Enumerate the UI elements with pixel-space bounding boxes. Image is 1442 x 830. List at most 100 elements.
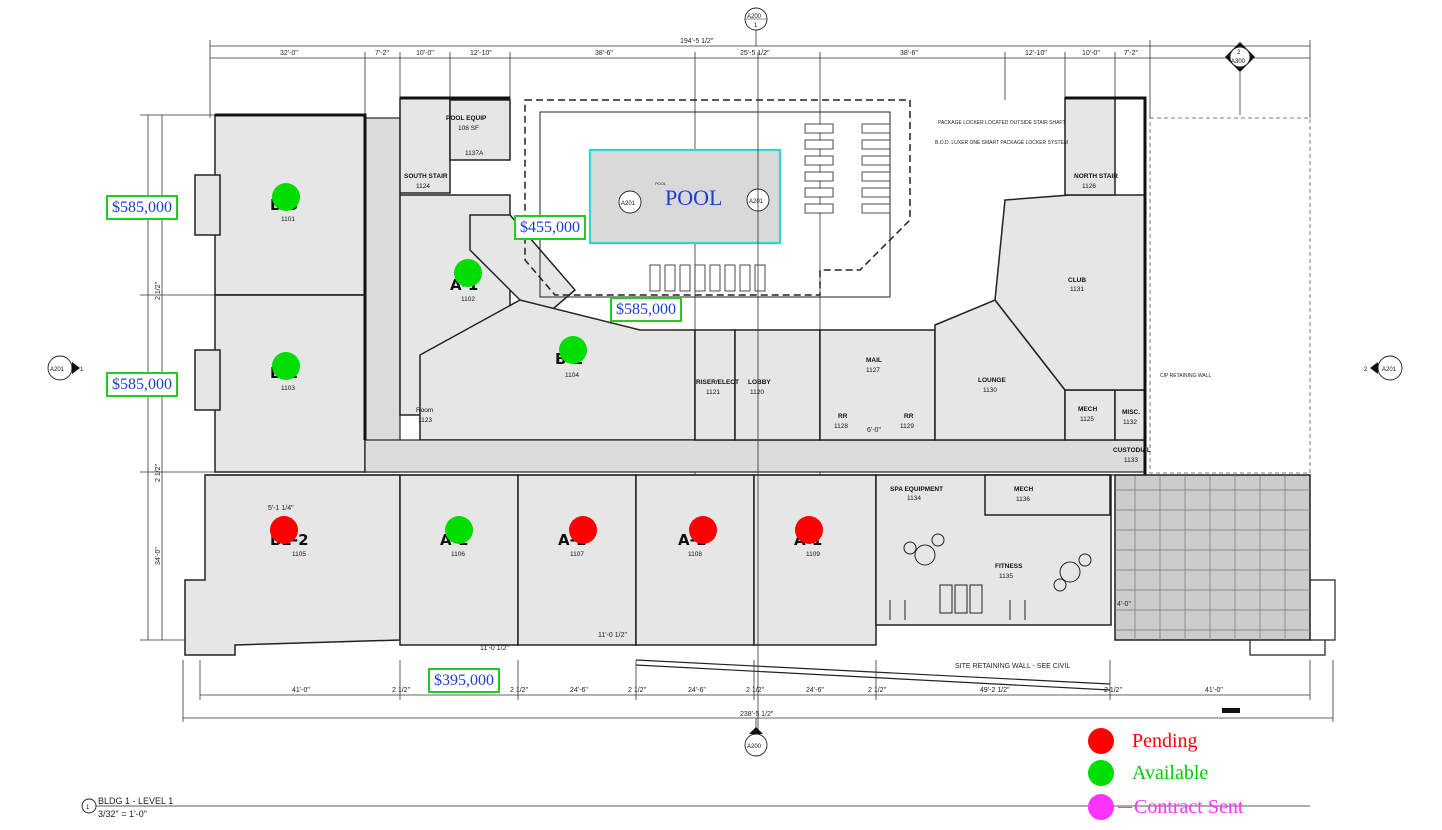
svg-text:1120: 1120 [750, 389, 764, 396]
bottom-dimensions: 41'-0" 2 1/2" 2 1/2" 24'-6" 2 1/2" 24'-6… [182, 660, 1334, 722]
svg-text:A201: A201 [749, 199, 764, 205]
svg-text:CLUB: CLUB [1068, 277, 1086, 284]
svg-text:1133: 1133 [1124, 457, 1138, 464]
svg-text:A200: A200 [747, 744, 762, 750]
svg-text:5'-1 1/4": 5'-1 1/4" [268, 505, 294, 512]
svg-text:RR: RR [904, 413, 914, 420]
svg-text:Room: Room [416, 407, 433, 414]
pool-label: POOL [665, 185, 722, 210]
svg-text:CIP RETAINING WALL: CIP RETAINING WALL [1160, 373, 1212, 379]
svg-text:1101: 1101 [281, 216, 295, 223]
svg-text:1124: 1124 [416, 183, 430, 190]
dim-top-10: 7'-2" [1124, 50, 1138, 57]
svg-text:1135: 1135 [999, 573, 1013, 580]
price-tag-a1-bottom: $395,000 [428, 668, 500, 693]
price-tag-b2: $585,000 [106, 372, 178, 397]
status-marker-1101 [272, 183, 300, 211]
svg-text:FITNESS: FITNESS [995, 563, 1023, 570]
svg-text:6'-0": 6'-0" [867, 427, 881, 434]
price-tag-a1-top: $455,000 [514, 215, 586, 240]
status-markers [270, 183, 823, 544]
svg-text:108 SF: 108 SF [458, 125, 479, 132]
svg-text:1132: 1132 [1123, 419, 1137, 426]
section-tag-right: A201 2 [1364, 355, 1403, 381]
svg-text:238'-5 1/2": 238'-5 1/2" [740, 711, 774, 718]
legend-contract-sent: Contract Sent [1088, 794, 1243, 820]
dim-top-8: 12'-10" [1025, 50, 1047, 57]
svg-text:A201: A201 [621, 201, 636, 207]
legend-pending: Pending [1088, 728, 1198, 754]
fitness-equipment [889, 533, 1092, 620]
dim-top-1: 32'-0" [280, 50, 298, 57]
svg-text:2 1/2": 2 1/2" [392, 687, 411, 694]
svg-text:1125: 1125 [1080, 416, 1094, 423]
svg-text:LOBBY: LOBBY [748, 379, 771, 386]
unit-1103-area [214, 294, 366, 473]
svg-text:2 1/2": 2 1/2" [628, 687, 647, 694]
svg-text:2: 2 [1364, 367, 1368, 373]
svg-text:2: 2 [1237, 50, 1241, 56]
svg-text:1131: 1131 [1070, 286, 1084, 293]
svg-text:1126: 1126 [1082, 183, 1096, 190]
svg-text:1: 1 [754, 23, 758, 29]
section-tag-topright: 2 A300 [1225, 42, 1255, 115]
svg-text:1: 1 [80, 367, 84, 373]
plan-title: BLDG 1 - LEVEL 1 [98, 796, 173, 806]
status-marker-1103 [272, 352, 300, 380]
dim-top-2: 7'-2" [375, 50, 389, 57]
status-marker-1108 [689, 516, 717, 544]
svg-text:1129: 1129 [900, 423, 914, 430]
svg-text:SITE RETAINING WALL - SEE CIVI: SITE RETAINING WALL - SEE CIVIL [955, 663, 1070, 670]
svg-text:1102: 1102 [461, 296, 475, 303]
svg-text:24'-6": 24'-6" [570, 687, 588, 694]
legend-available: Available [1088, 760, 1208, 786]
svg-text:MISC.: MISC. [1122, 409, 1140, 416]
svg-text:MECH: MECH [1078, 406, 1097, 413]
dim-top-5: 38'-6" [595, 50, 613, 57]
svg-text:1: 1 [86, 805, 90, 811]
status-marker-1104 [559, 336, 587, 364]
dim-overall-top: 194'-5 1/2" [680, 38, 714, 45]
status-marker-1107 [569, 516, 597, 544]
pending-dot [1088, 728, 1114, 754]
svg-text:RISER/ELECT: RISER/ELECT [696, 379, 739, 386]
svg-text:41'-0": 41'-0" [1205, 687, 1223, 694]
svg-text:RR: RR [838, 413, 848, 420]
svg-text:1136: 1136 [1016, 496, 1030, 503]
svg-text:1107: 1107 [570, 551, 584, 558]
available-dot [1088, 760, 1114, 786]
svg-text:A200: A200 [747, 14, 762, 20]
status-marker-1106 [445, 516, 473, 544]
section-tag-bottom: A200 [744, 718, 768, 757]
walls [205, 52, 1147, 740]
svg-text:49'-2 1/2": 49'-2 1/2" [980, 687, 1010, 694]
svg-text:1104: 1104 [565, 372, 579, 379]
building [184, 97, 1336, 713]
svg-text:A201: A201 [1382, 367, 1397, 373]
svg-text:1106: 1106 [451, 551, 465, 558]
svg-text:1121: 1121 [706, 389, 720, 396]
svg-text:MECH: MECH [1014, 486, 1033, 493]
svg-text:41'-0": 41'-0" [292, 687, 310, 694]
svg-text:34'-0": 34'-0" [155, 547, 162, 565]
price-tag-b5: $585,000 [106, 195, 178, 220]
svg-text:POOL EQUIP: POOL EQUIP [446, 115, 487, 122]
svg-text:POOL: POOL [655, 181, 667, 186]
svg-text:SOUTH STAIR: SOUTH STAIR [404, 173, 448, 180]
svg-text:1105: 1105 [292, 551, 306, 558]
svg-text:1128: 1128 [834, 423, 848, 430]
legend-contract-sent-label: Contract Sent [1134, 795, 1244, 818]
svg-text:MAIL: MAIL [866, 357, 882, 364]
svg-text:2 1/2": 2 1/2" [510, 687, 529, 694]
contract-sent-dot [1088, 794, 1114, 820]
svg-text:1130: 1130 [983, 387, 997, 394]
svg-text:11'-0 1/2": 11'-0 1/2" [598, 632, 628, 639]
room-labels: POOL EQUIP 108 SF 1137A SOUTH STAIR 1124… [268, 115, 1212, 670]
svg-text:B.O.D. LUXER ONE SMART PACKAGE: B.O.D. LUXER ONE SMART PACKAGE LOCKER SY… [935, 140, 1068, 146]
svg-text:1109: 1109 [806, 551, 820, 558]
svg-text:PACKAGE LOCKER LOCATED OUTSIDE: PACKAGE LOCKER LOCATED OUTSIDE STAIR SHA… [938, 120, 1066, 126]
svg-text:2 1/2": 2 1/2" [155, 463, 162, 482]
status-marker-1105 [270, 516, 298, 544]
svg-text:24'-6": 24'-6" [688, 687, 706, 694]
